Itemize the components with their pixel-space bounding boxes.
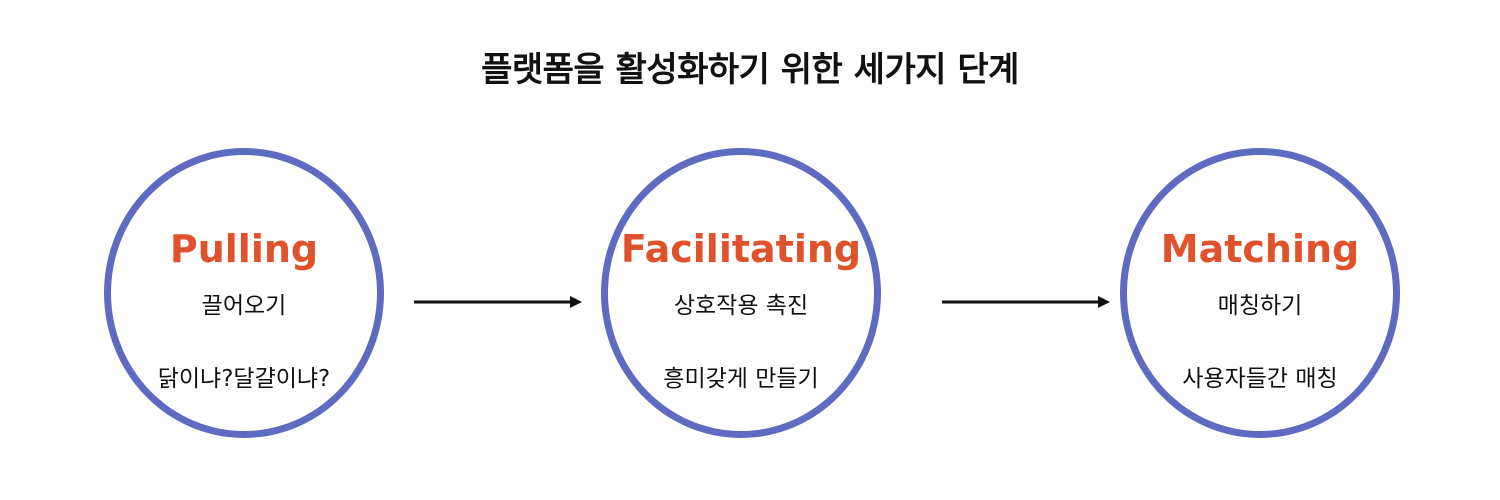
stage-desc-matching: 사용자들간 매칭 — [1182, 366, 1338, 392]
arrow-right-icon — [942, 296, 1110, 308]
stage-sub-facilitating: 상호작용 촉진 — [673, 293, 809, 319]
stage-desc-pulling: 닭이냐?달걀이냐? — [157, 366, 331, 392]
arrow-right-icon — [414, 296, 582, 308]
stage-circle-facilitating — [601, 148, 881, 438]
stage-desc-facilitating: 흥미갖게 만들기 — [663, 366, 819, 392]
stage-circle-pulling — [104, 148, 384, 438]
stage-name-matching: Matching — [1160, 227, 1360, 271]
stage-circle-matching — [1120, 148, 1400, 438]
stage-sub-pulling: 끌어오기 — [201, 293, 287, 319]
diagram-title: 플랫폼을 활성화하기 위한 세가지 단계 — [481, 50, 1019, 90]
stage-name-facilitating: Facilitating — [620, 227, 862, 271]
stage-sub-matching: 매칭하기 — [1217, 293, 1303, 319]
stage-name-pulling: Pulling — [169, 227, 319, 271]
